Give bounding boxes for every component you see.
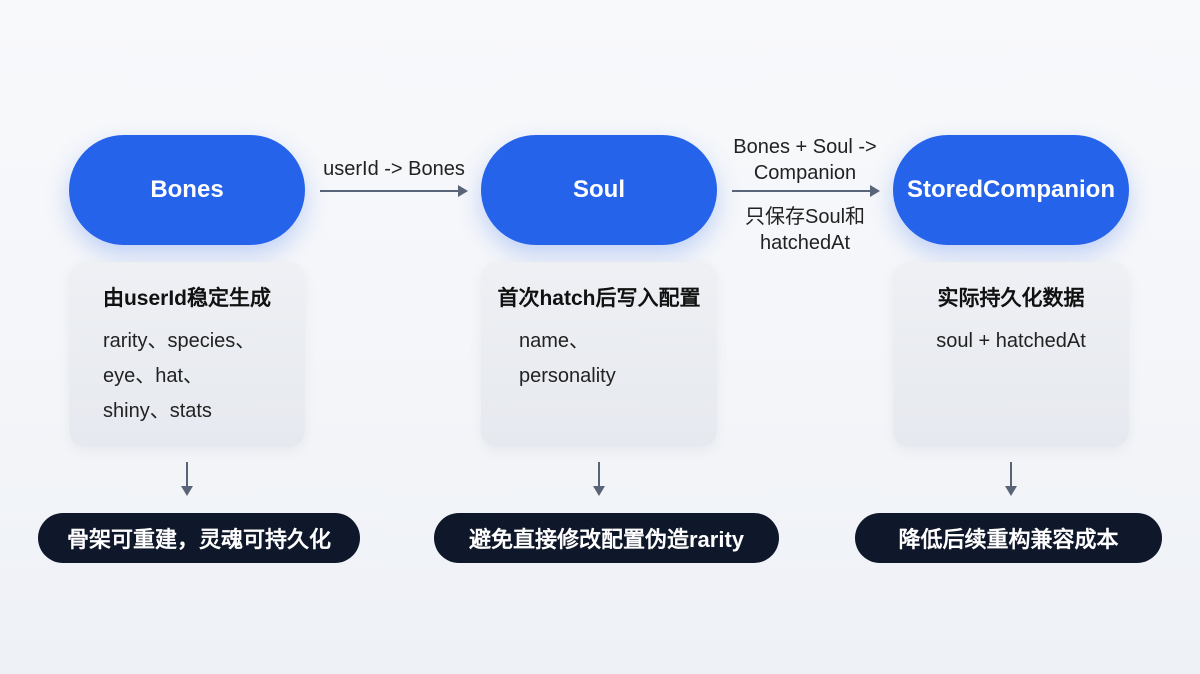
- edge-label-line: Companion: [753, 162, 857, 184]
- edge-label-bottom: 只保存Soul和 hatchedAt: [722, 204, 888, 256]
- card-bones: 由userId稳定生成 rarity、species、 eye、hat、 shi…: [69, 262, 305, 447]
- note-soul: 避免直接修改配置伪造rarity: [434, 513, 779, 563]
- edge-label-userid-bones: userId -> Bones: [323, 158, 465, 180]
- edge-label-line: Bones + Soul ->: [733, 136, 877, 158]
- card-stored-companion: 实际持久化数据 soul + hatchedAt: [893, 262, 1129, 447]
- note-stored-companion: 降低后续重构兼容成本: [855, 513, 1162, 563]
- node-bones: Bones: [69, 135, 305, 245]
- edge-label-line: hatchedAt: [759, 232, 851, 254]
- card-body: soul + hatchedAt: [893, 324, 1129, 359]
- card-body: rarity、species、 eye、hat、 shiny、stats: [69, 324, 305, 429]
- card-title: 实际持久化数据: [937, 287, 1085, 310]
- card-title: 由userId稳定生成: [102, 287, 272, 310]
- card-line: shiny、stats: [103, 400, 212, 422]
- card-body: name、 personality: [481, 324, 717, 394]
- edge-label-top: Bones + Soul -> Companion: [722, 134, 888, 186]
- arrow-down-icon: [181, 462, 193, 496]
- card-line: soul + hatchedAt: [936, 330, 1086, 352]
- node-soul: Soul: [481, 135, 717, 245]
- arrow-down-icon: [593, 462, 605, 496]
- card-title: 首次hatch后写入配置: [497, 287, 701, 310]
- arrow-down-icon: [1005, 462, 1017, 496]
- card-line: eye、hat、: [103, 365, 204, 387]
- card-soul: 首次hatch后写入配置 name、 personality: [481, 262, 717, 447]
- card-line: rarity、species、: [103, 330, 256, 352]
- arrow-right-icon: [732, 185, 880, 197]
- arrow-right-icon: [320, 185, 468, 197]
- note-bones: 骨架可重建，灵魂可持久化: [38, 513, 360, 563]
- edge-label-line: 只保存Soul和: [744, 206, 866, 228]
- node-stored-companion: StoredCompanion: [893, 135, 1129, 245]
- card-line: name、: [519, 330, 590, 352]
- card-line: personality: [519, 365, 616, 387]
